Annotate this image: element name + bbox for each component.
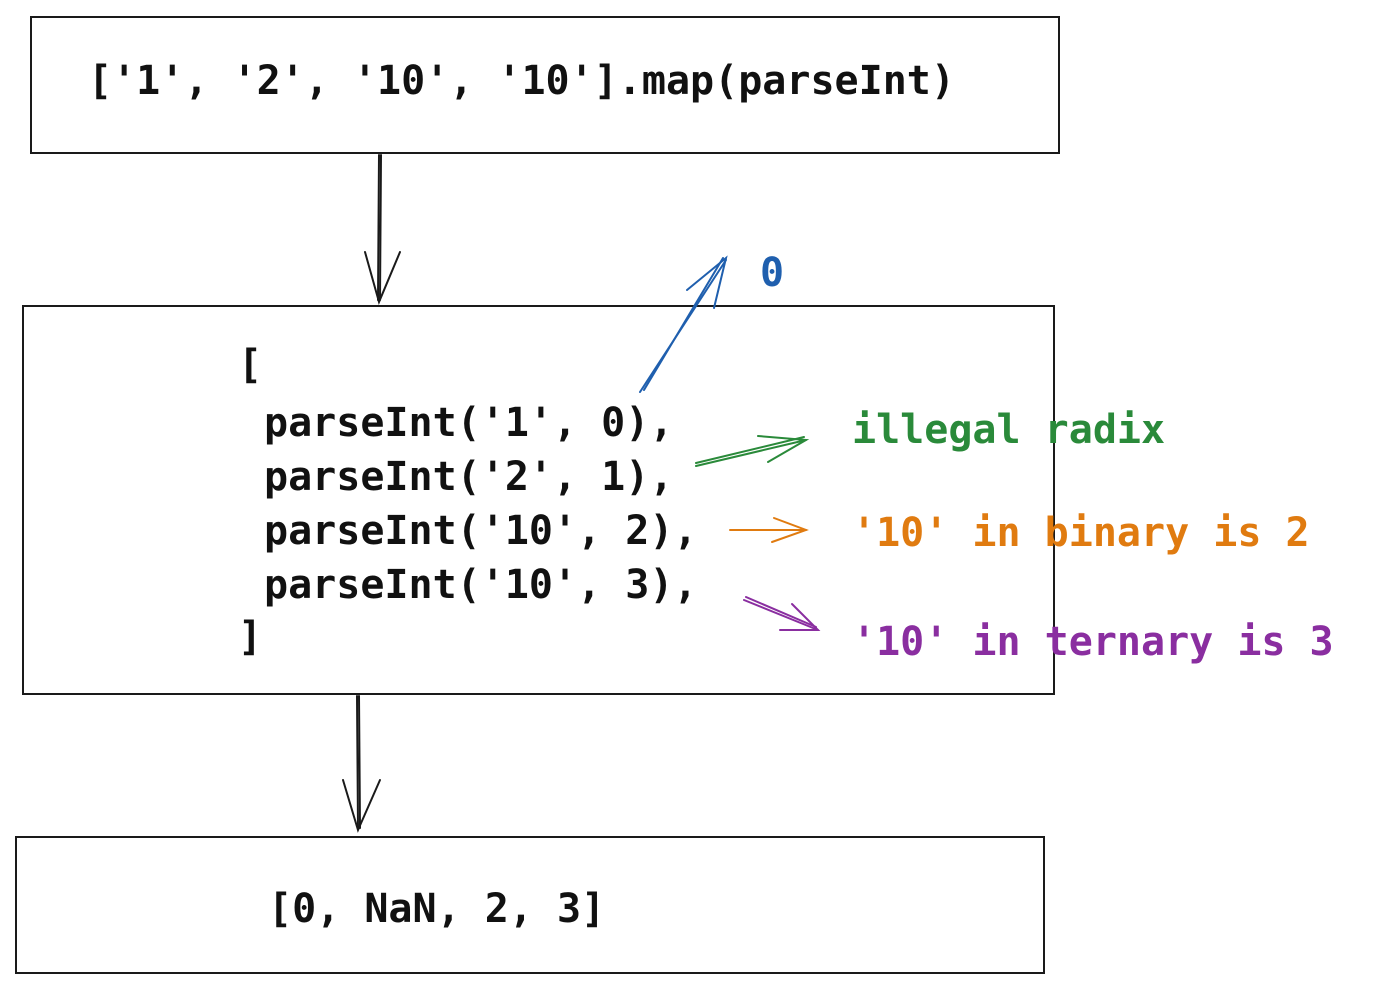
parseint-call-3: parseInt('10', 3), — [264, 562, 698, 608]
annotation-ternary: '10' in ternary is 3 — [852, 619, 1334, 665]
expansion-box — [22, 305, 1055, 695]
array-open-bracket: [ — [238, 342, 263, 388]
input-box — [30, 16, 1060, 154]
annotation-zero: 0 — [760, 250, 785, 296]
input-code: ['1', '2', '10', '10'].map(parseInt) — [88, 58, 955, 104]
array-close-bracket: ] — [238, 614, 263, 660]
arrow-input-to-expansion — [364, 154, 401, 306]
parseint-call-0: parseInt('1', 0), — [264, 400, 674, 446]
result-box — [15, 836, 1045, 974]
parseint-call-2: parseInt('10', 2), — [264, 508, 698, 554]
annotation-binary: '10' in binary is 2 — [852, 510, 1310, 556]
result-code: [0, NaN, 2, 3] — [268, 886, 606, 932]
arrow-expansion-to-result — [342, 695, 381, 833]
parseint-call-1: parseInt('2', 1), — [264, 454, 674, 500]
annotation-illegal-radix: illegal radix — [852, 407, 1166, 453]
